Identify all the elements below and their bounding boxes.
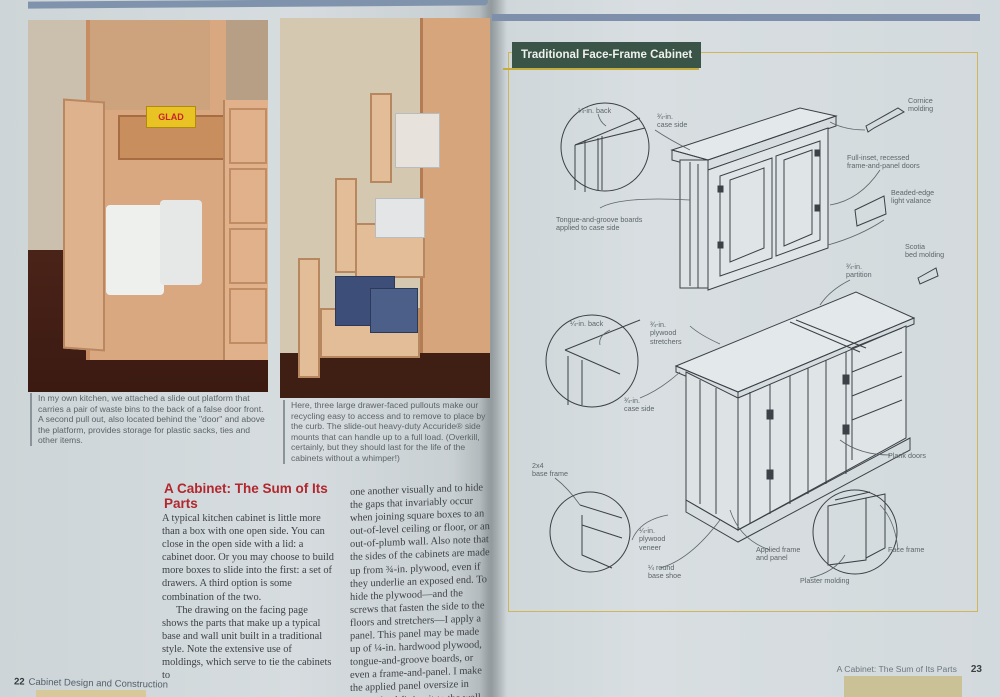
drawing-frame <box>508 52 978 612</box>
glad-box-label: GLAD <box>146 106 196 128</box>
body-column-1: A typical kitchen cabinet is little more… <box>162 512 334 682</box>
right-page-number: 23 <box>970 664 982 675</box>
photo-waste-bin-pullout: GLAD <box>28 20 268 392</box>
left-footer-bar <box>36 690 146 697</box>
label-base-case-side: ¾-in. case side <box>624 396 655 414</box>
label-cornice: Cornice molding <box>908 96 934 114</box>
detail-circle-base-frame <box>549 491 631 573</box>
photo-caption-2: Here, three large drawer-faced pullouts … <box>283 400 493 464</box>
photo-recycling-pullouts <box>280 18 490 398</box>
scotia-molding-sample <box>917 267 939 285</box>
label-veneer: ¼-in. plywood veneer <box>639 526 666 552</box>
label-wall-back: ¼-in. back <box>578 106 612 115</box>
right-footer-bar <box>844 676 962 697</box>
label-wall-case-side: ¾-in. case side <box>657 112 688 130</box>
detail-circle-face-frame <box>812 489 898 575</box>
detail-circle-wall-back <box>560 102 650 192</box>
wall-cabinet-illustration <box>670 107 838 291</box>
label-tongue-groove: Tongue-and-groove boards applied to case… <box>556 215 643 233</box>
label-plank-doors: Plank doors <box>888 451 926 460</box>
base-cabinet-illustration <box>674 291 916 543</box>
label-base-shoe: ¼ round base shoe <box>648 563 682 581</box>
drawing-title: Traditional Face-Frame Cabinet <box>512 42 702 68</box>
photo-caption-1: In my own kitchen, we attached a slide o… <box>30 393 270 446</box>
label-face-frame: Face frame <box>888 545 925 554</box>
title-underline <box>503 68 699 70</box>
label-base-frame: 2x4 base frame <box>532 461 568 479</box>
label-stretchers: ¾-in. plywood stretchers <box>650 320 682 346</box>
label-applied-frame: Applied frame and panel <box>756 545 801 563</box>
label-valance: Beaded-edge light valance <box>891 188 935 206</box>
body-paragraph-2: The drawing on the facing page shows the… <box>162 604 332 682</box>
detail-circle-base-back <box>545 314 639 408</box>
right-top-rule <box>492 14 980 21</box>
label-plaster-molding: Plaster molding <box>800 576 850 585</box>
label-partition: ¾-in. partition <box>846 262 872 280</box>
section-heading: A Cabinet: The Sum of Its Parts <box>164 481 328 511</box>
label-scotia: Scotia bed molding <box>905 242 945 260</box>
right-folio: A Cabinet: The Sum of Its Parts 23 <box>837 664 982 675</box>
label-base-back: ¼-in. back <box>570 319 604 328</box>
valance-sample <box>854 195 887 227</box>
body-paragraph-1: A typical kitchen cabinet is little more… <box>162 513 334 603</box>
label-doors: Full-inset, recessed frame-and-panel doo… <box>847 153 920 171</box>
cornice-molding-sample <box>865 107 905 133</box>
right-running-footer: A Cabinet: The Sum of Its Parts <box>836 664 957 674</box>
